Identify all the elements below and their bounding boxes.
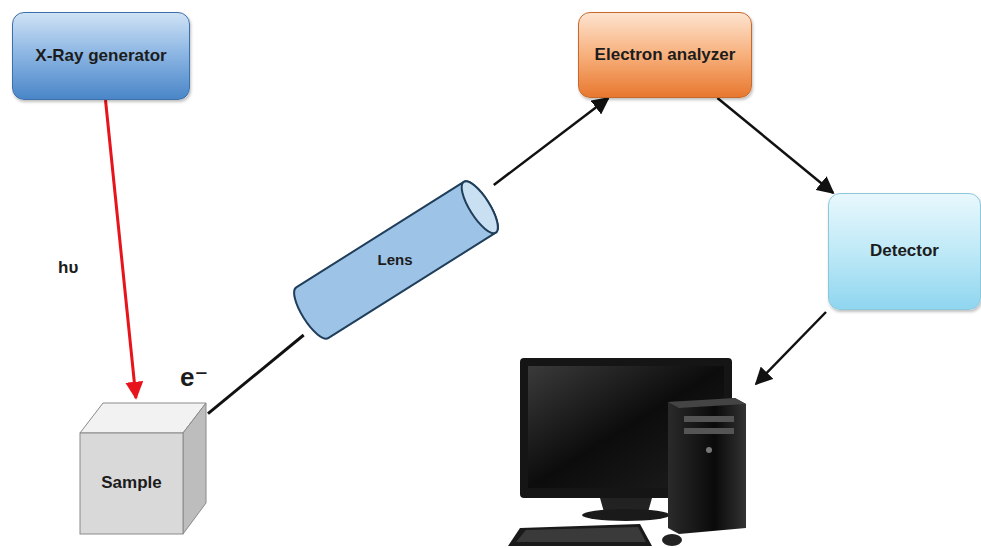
lens-cylinder: Lens <box>290 185 500 335</box>
xray-beam <box>105 100 135 398</box>
output-arrow <box>756 312 826 384</box>
detector-box: Detector <box>828 193 981 310</box>
electron-label: e⁻ <box>180 362 208 393</box>
keyboard <box>508 524 682 546</box>
source-box: X-Ray generator <box>12 12 190 100</box>
node-label: X-Ray generator <box>35 46 166 66</box>
electron-path <box>494 98 609 185</box>
sample-cube: Sample <box>78 398 208 536</box>
analyzer-box: Electron analyzer <box>578 12 752 98</box>
node-label: Sample <box>101 473 161 493</box>
node-label: Lens <box>377 251 412 269</box>
electron-path <box>208 335 304 414</box>
pc-tower <box>668 398 746 534</box>
cube-outline <box>78 398 208 536</box>
node-label: Detector <box>870 241 939 261</box>
electron-path <box>717 98 833 193</box>
photon-label: hυ <box>58 258 78 278</box>
node-label: Electron analyzer <box>595 45 736 65</box>
